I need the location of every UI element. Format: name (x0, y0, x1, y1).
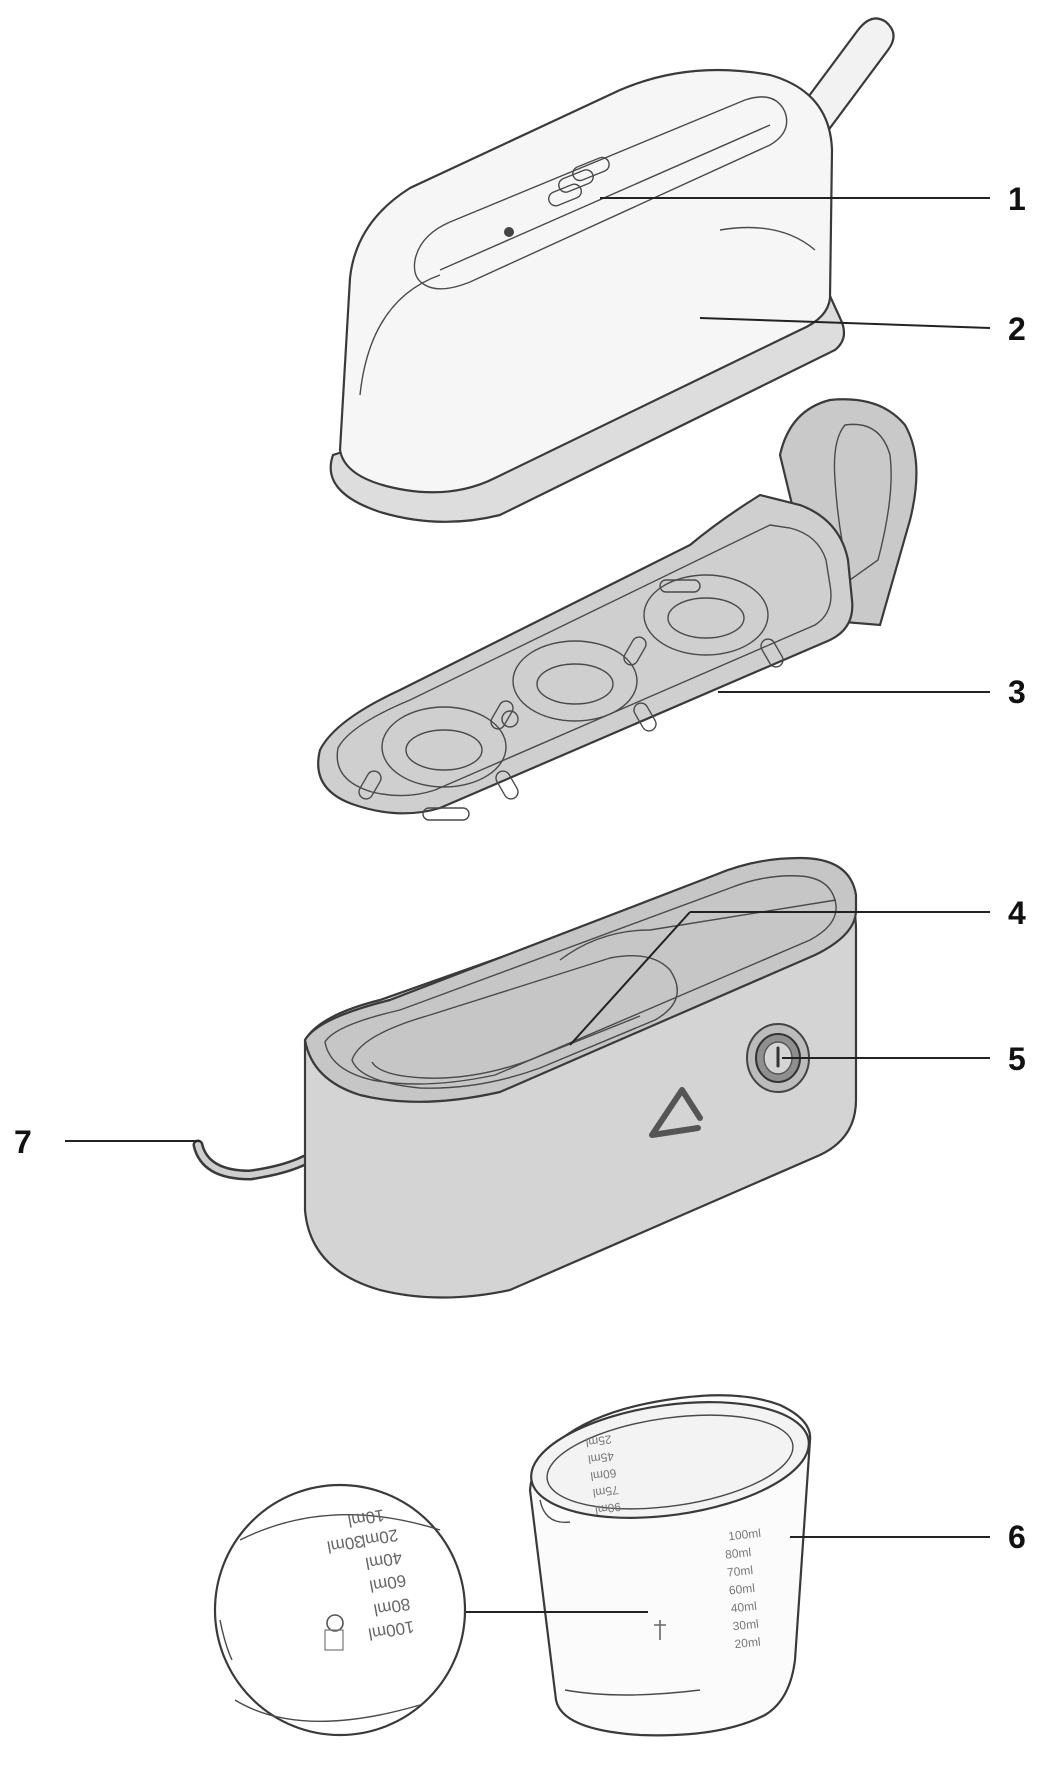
lid-top-panel (413, 96, 788, 290)
svg-text:40ml: 40ml (730, 1599, 757, 1616)
leader-line-2 (699, 317, 991, 329)
lid-handle (798, 17, 895, 130)
base-cavity (324, 875, 837, 1085)
svg-text:80ml: 80ml (724, 1545, 751, 1562)
egg-cup-back (643, 574, 769, 656)
svg-text:75ml: 75ml (592, 1483, 620, 1500)
svg-text:60ml: 60ml (590, 1466, 618, 1483)
magnified-cup-detail: 10ml 20ml 30ml 40ml 60ml 80ml 100ml (213, 1483, 467, 1737)
svg-text:100ml: 100ml (728, 1526, 762, 1543)
measuring-cup: 90ml 75ml 60ml 45ml 25ml 100ml 80ml 70ml… (528, 1394, 812, 1737)
lid-dome (338, 68, 834, 494)
lid (329, 17, 895, 523)
leader-lines (65, 197, 991, 1613)
svg-text:30ml: 30ml (732, 1617, 759, 1634)
lid-vent-slots (548, 156, 610, 207)
callout-labels: 1 2 3 4 5 6 7 (14, 181, 1026, 1555)
callout-5: 5 (1008, 1041, 1026, 1077)
cup-marker-icon (324, 1614, 344, 1651)
cup-rim (530, 1401, 810, 1519)
cup-marker-small-icon (654, 1620, 666, 1640)
svg-text:60ml: 60ml (728, 1581, 755, 1598)
callout-3: 3 (1008, 674, 1026, 710)
heating-plate (351, 955, 678, 1089)
lid-pin-hole (504, 227, 514, 237)
cup-spout (539, 1499, 571, 1524)
egg-cup-middle (512, 640, 638, 722)
egg-tray-body (317, 493, 854, 815)
callout-7: 7 (14, 1124, 32, 1160)
leader-line-4 (569, 911, 691, 1046)
egg-tray (317, 398, 918, 821)
callout-2: 2 (1008, 311, 1026, 347)
svg-text:45ml: 45ml (587, 1449, 615, 1466)
svg-text:90ml: 90ml (594, 1500, 622, 1517)
egg-tray-slots (358, 579, 784, 821)
svg-text:25ml: 25ml (585, 1432, 613, 1449)
egg-cup-front (381, 706, 507, 788)
cup-scale-outer: 100ml 80ml 70ml 60ml 40ml 30ml 20ml (724, 1526, 762, 1652)
cooker-base (192, 856, 858, 1299)
svg-text:70ml: 70ml (726, 1563, 753, 1580)
callout-6: 6 (1008, 1519, 1026, 1555)
callout-1: 1 (1008, 181, 1026, 217)
callout-4: 4 (1008, 895, 1026, 931)
cup-scale-inner: 90ml 75ml 60ml 45ml 25ml (585, 1432, 622, 1517)
svg-text:20ml: 20ml (734, 1635, 761, 1652)
brand-logo-icon (649, 1087, 703, 1138)
